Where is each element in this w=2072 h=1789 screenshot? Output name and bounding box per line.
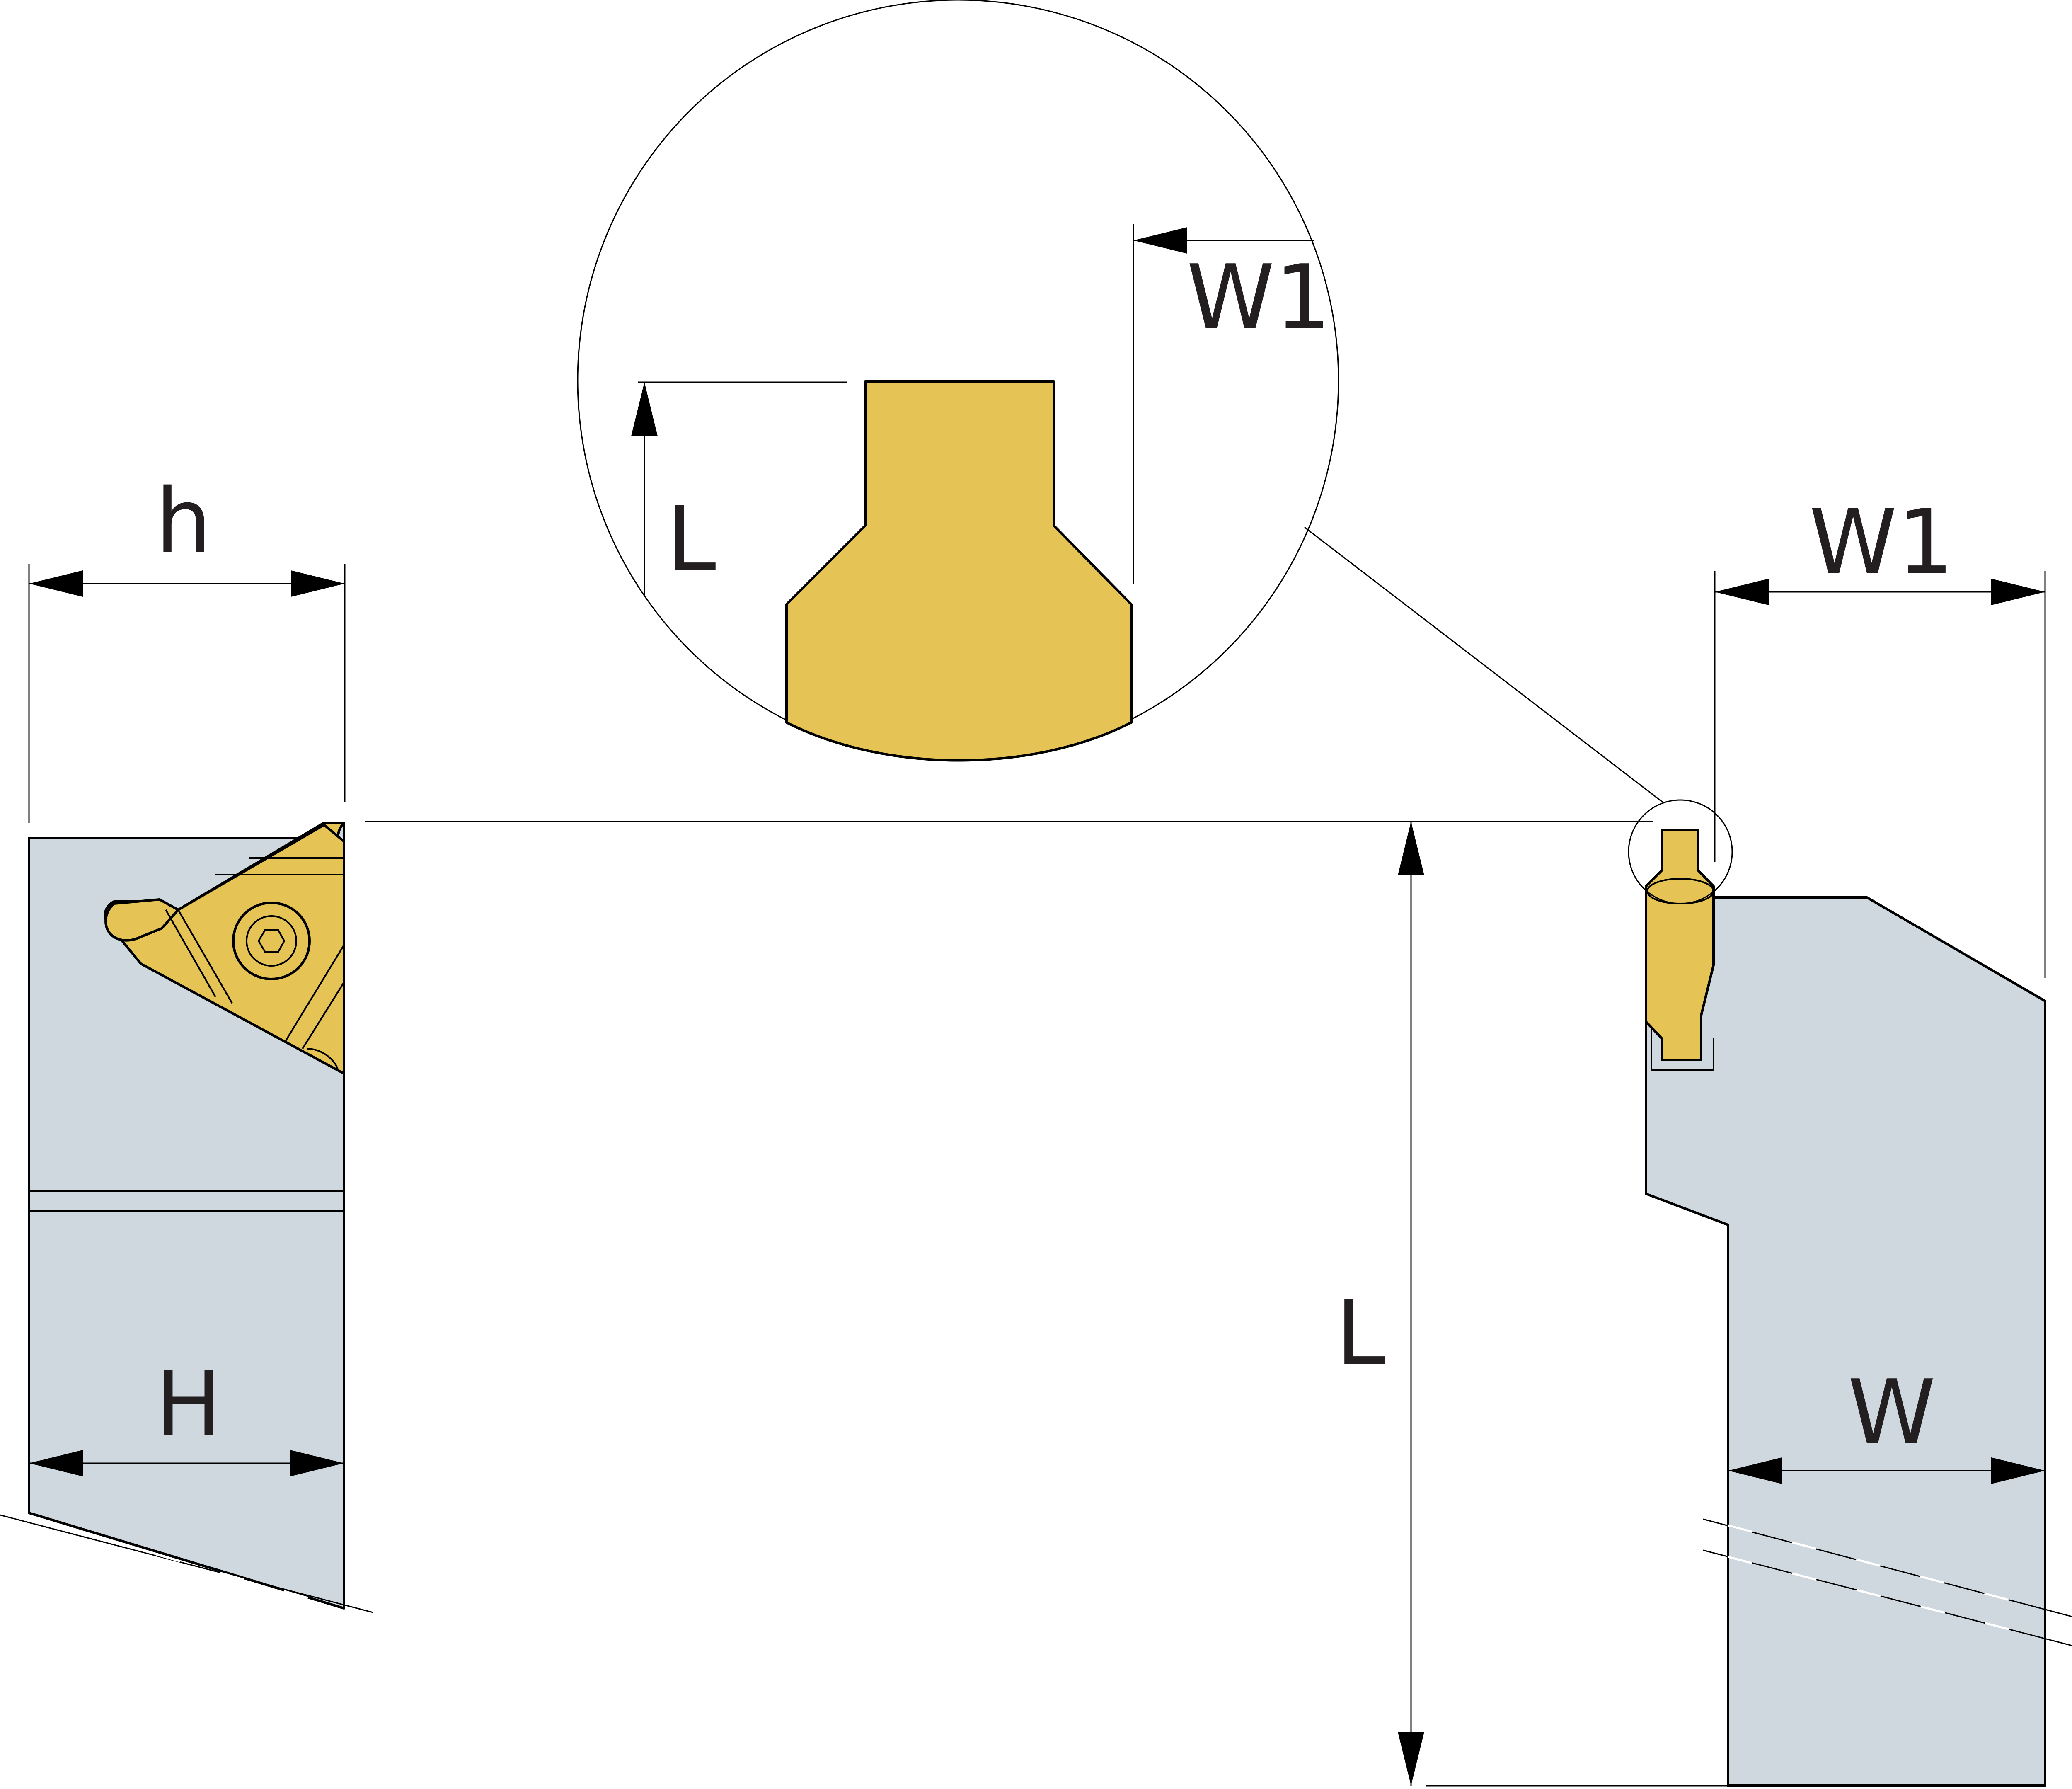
L-main-arrow-bottom	[1398, 1732, 1424, 1786]
h-label: h	[155, 469, 212, 573]
W-arrow-left	[1728, 1457, 1782, 1484]
H-label: H	[155, 1352, 222, 1456]
left-threading-insert	[104, 822, 345, 1075]
detail-leader-line	[1304, 526, 1663, 803]
H-arrow-right	[290, 1450, 344, 1476]
L-detail-arrow-top	[631, 382, 658, 436]
left-insert-line-4	[177, 909, 233, 1004]
h-arrow-left	[29, 570, 83, 597]
left-insert-chipbreaker-tip	[104, 898, 179, 942]
left-insert-screw-inner	[246, 915, 297, 967]
right-holder-view: W1 W	[1304, 490, 2072, 1787]
dimension-W1-main: W1	[1714, 490, 2046, 978]
hex-socket-icon	[257, 929, 286, 953]
W1-main-arrow-left	[1715, 579, 1769, 605]
W1-main-label: W1	[1809, 490, 1953, 594]
W1-main-arrow-right	[1991, 579, 2045, 605]
dimension-L-detail: L	[631, 381, 847, 595]
right-break-line-top	[1703, 1518, 2072, 1617]
left-insert-line-3	[165, 909, 216, 997]
dimension-L-main: L	[1336, 822, 1728, 1787]
left-break-gaps	[29, 1517, 344, 1610]
left-insert-corner-arc	[306, 1048, 339, 1070]
right-break-line-bottom	[1703, 1549, 2072, 1646]
L-detail-label: L	[666, 487, 716, 591]
right-holder-body	[1645, 896, 2046, 1787]
right-insert-body	[1645, 829, 1715, 1061]
detail-insert-profile	[785, 380, 1133, 762]
H-arrow-left	[29, 1450, 83, 1476]
left-holder-view: h H	[0, 469, 373, 1613]
right-break-gaps-top	[1728, 1524, 2045, 1611]
left-insert-screw-outer	[232, 902, 311, 980]
left-insert-line-5	[285, 944, 345, 1041]
left-break-line	[0, 1514, 373, 1613]
dimension-W1-detail: W1	[1133, 224, 1331, 584]
right-insert-seat	[1651, 1028, 1714, 1071]
W1-detail-label: W1	[1186, 245, 1331, 349]
detail-marker-circle	[1628, 799, 1733, 904]
right-grooving-insert	[1645, 829, 1715, 1071]
right-break-gaps-bottom	[1728, 1556, 2045, 1640]
dimension-h: h	[28, 469, 346, 823]
W-label: W	[1848, 1360, 1936, 1464]
L-main-arrow-top	[1398, 822, 1424, 875]
dimension-H: H	[29, 1352, 344, 1476]
left-insert-line-6	[302, 982, 345, 1050]
W1-detail-arrow-left	[1133, 227, 1187, 254]
dimension-W: W	[1728, 1360, 2045, 1484]
L-main-label: L	[1336, 1281, 1385, 1385]
W-arrow-right	[1991, 1457, 2045, 1484]
detail-view: L W1	[577, 0, 1339, 762]
h-arrow-right	[291, 570, 345, 597]
